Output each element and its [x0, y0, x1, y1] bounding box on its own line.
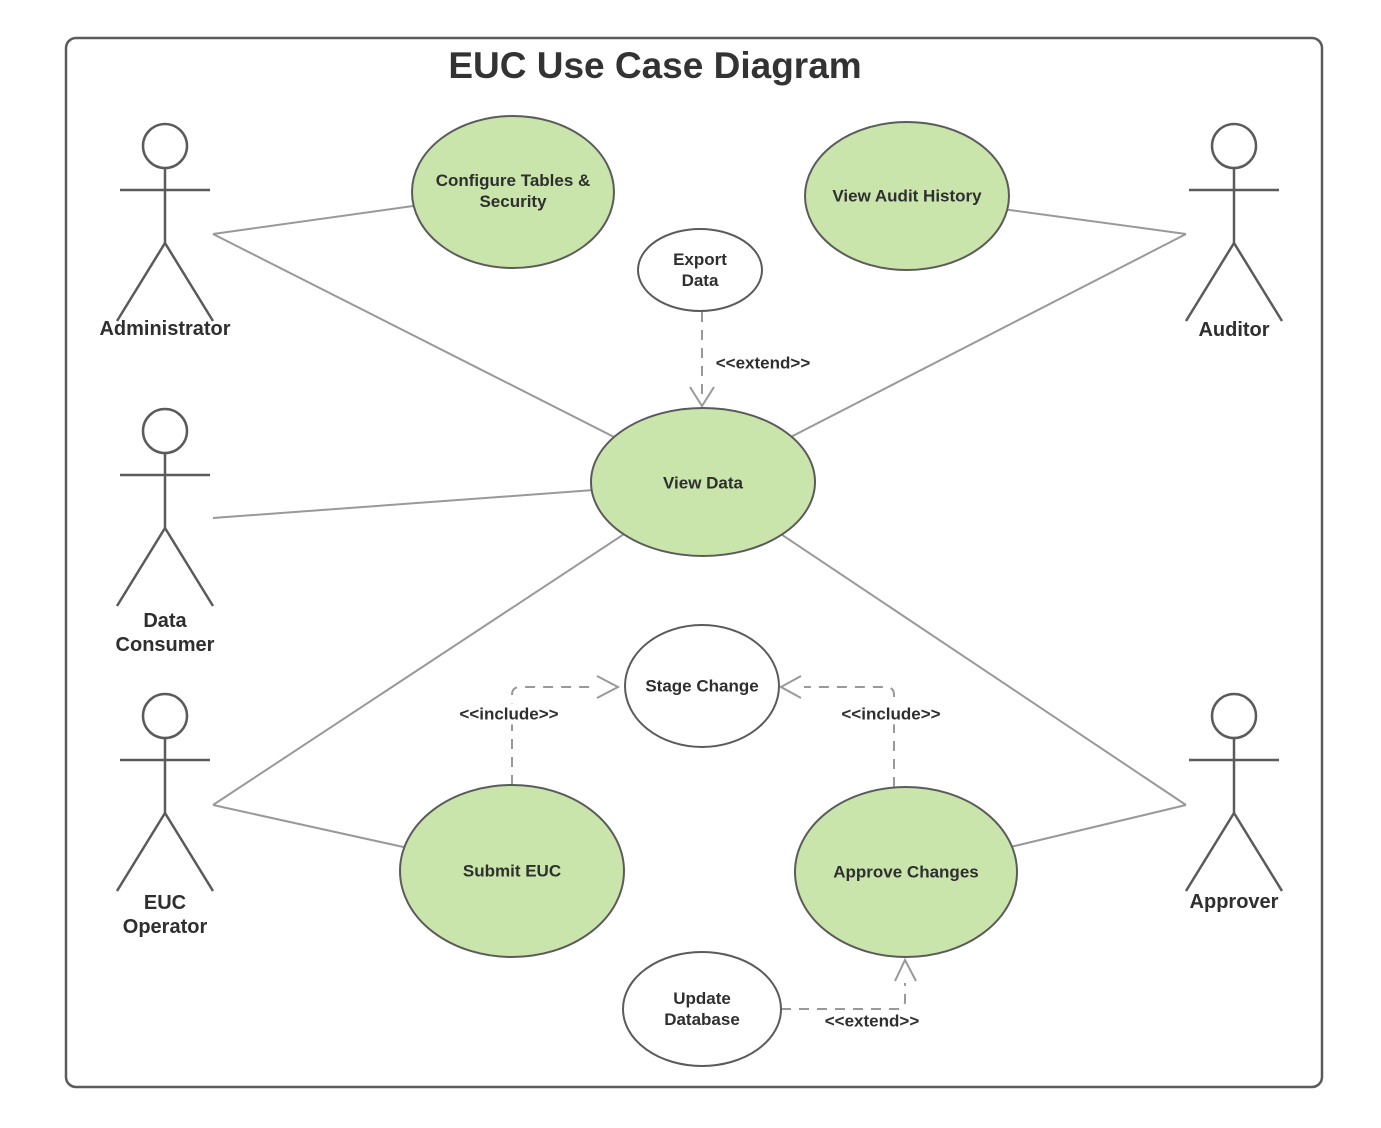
association-lines — [212, 191, 1187, 873]
use-case-export-data[interactable] — [637, 228, 763, 312]
actor-data-consumer-figure[interactable] — [115, 407, 215, 608]
extend-update-database-approve-changes[interactable] — [781, 983, 906, 1010]
diagram-frame — [64, 36, 1324, 1089]
association-euc-operator-view-data[interactable] — [212, 481, 704, 806]
actor-euc-operator-figure[interactable] — [115, 692, 215, 893]
use-case-stage-change[interactable] — [624, 624, 780, 748]
use-case-configure-tables-security[interactable] — [411, 115, 615, 269]
dependency-lines — [511, 312, 917, 1010]
arrowhead-submit-include — [596, 675, 621, 699]
arrowhead-update-extend — [894, 957, 917, 982]
actor-approver-figure[interactable] — [1184, 692, 1284, 893]
arrowhead-approve-include — [778, 675, 802, 699]
actor-administrator-figure[interactable] — [115, 122, 215, 323]
use-case-view-data[interactable] — [590, 407, 816, 557]
include-submit-euc-stage-change[interactable] — [511, 686, 594, 785]
use-case-approve-changes[interactable] — [794, 786, 1018, 958]
association-approver-view-data[interactable] — [702, 481, 1187, 806]
include-approve-changes-stage-change[interactable] — [804, 686, 895, 787]
use-case-submit-euc[interactable] — [399, 784, 625, 958]
use-case-nodes — [399, 115, 1018, 1067]
actor-auditor-figure[interactable] — [1184, 122, 1284, 323]
arrowhead-export-extend — [689, 386, 715, 408]
use-case-update-database[interactable] — [622, 951, 782, 1067]
use-case-view-audit-history[interactable] — [804, 121, 1010, 271]
